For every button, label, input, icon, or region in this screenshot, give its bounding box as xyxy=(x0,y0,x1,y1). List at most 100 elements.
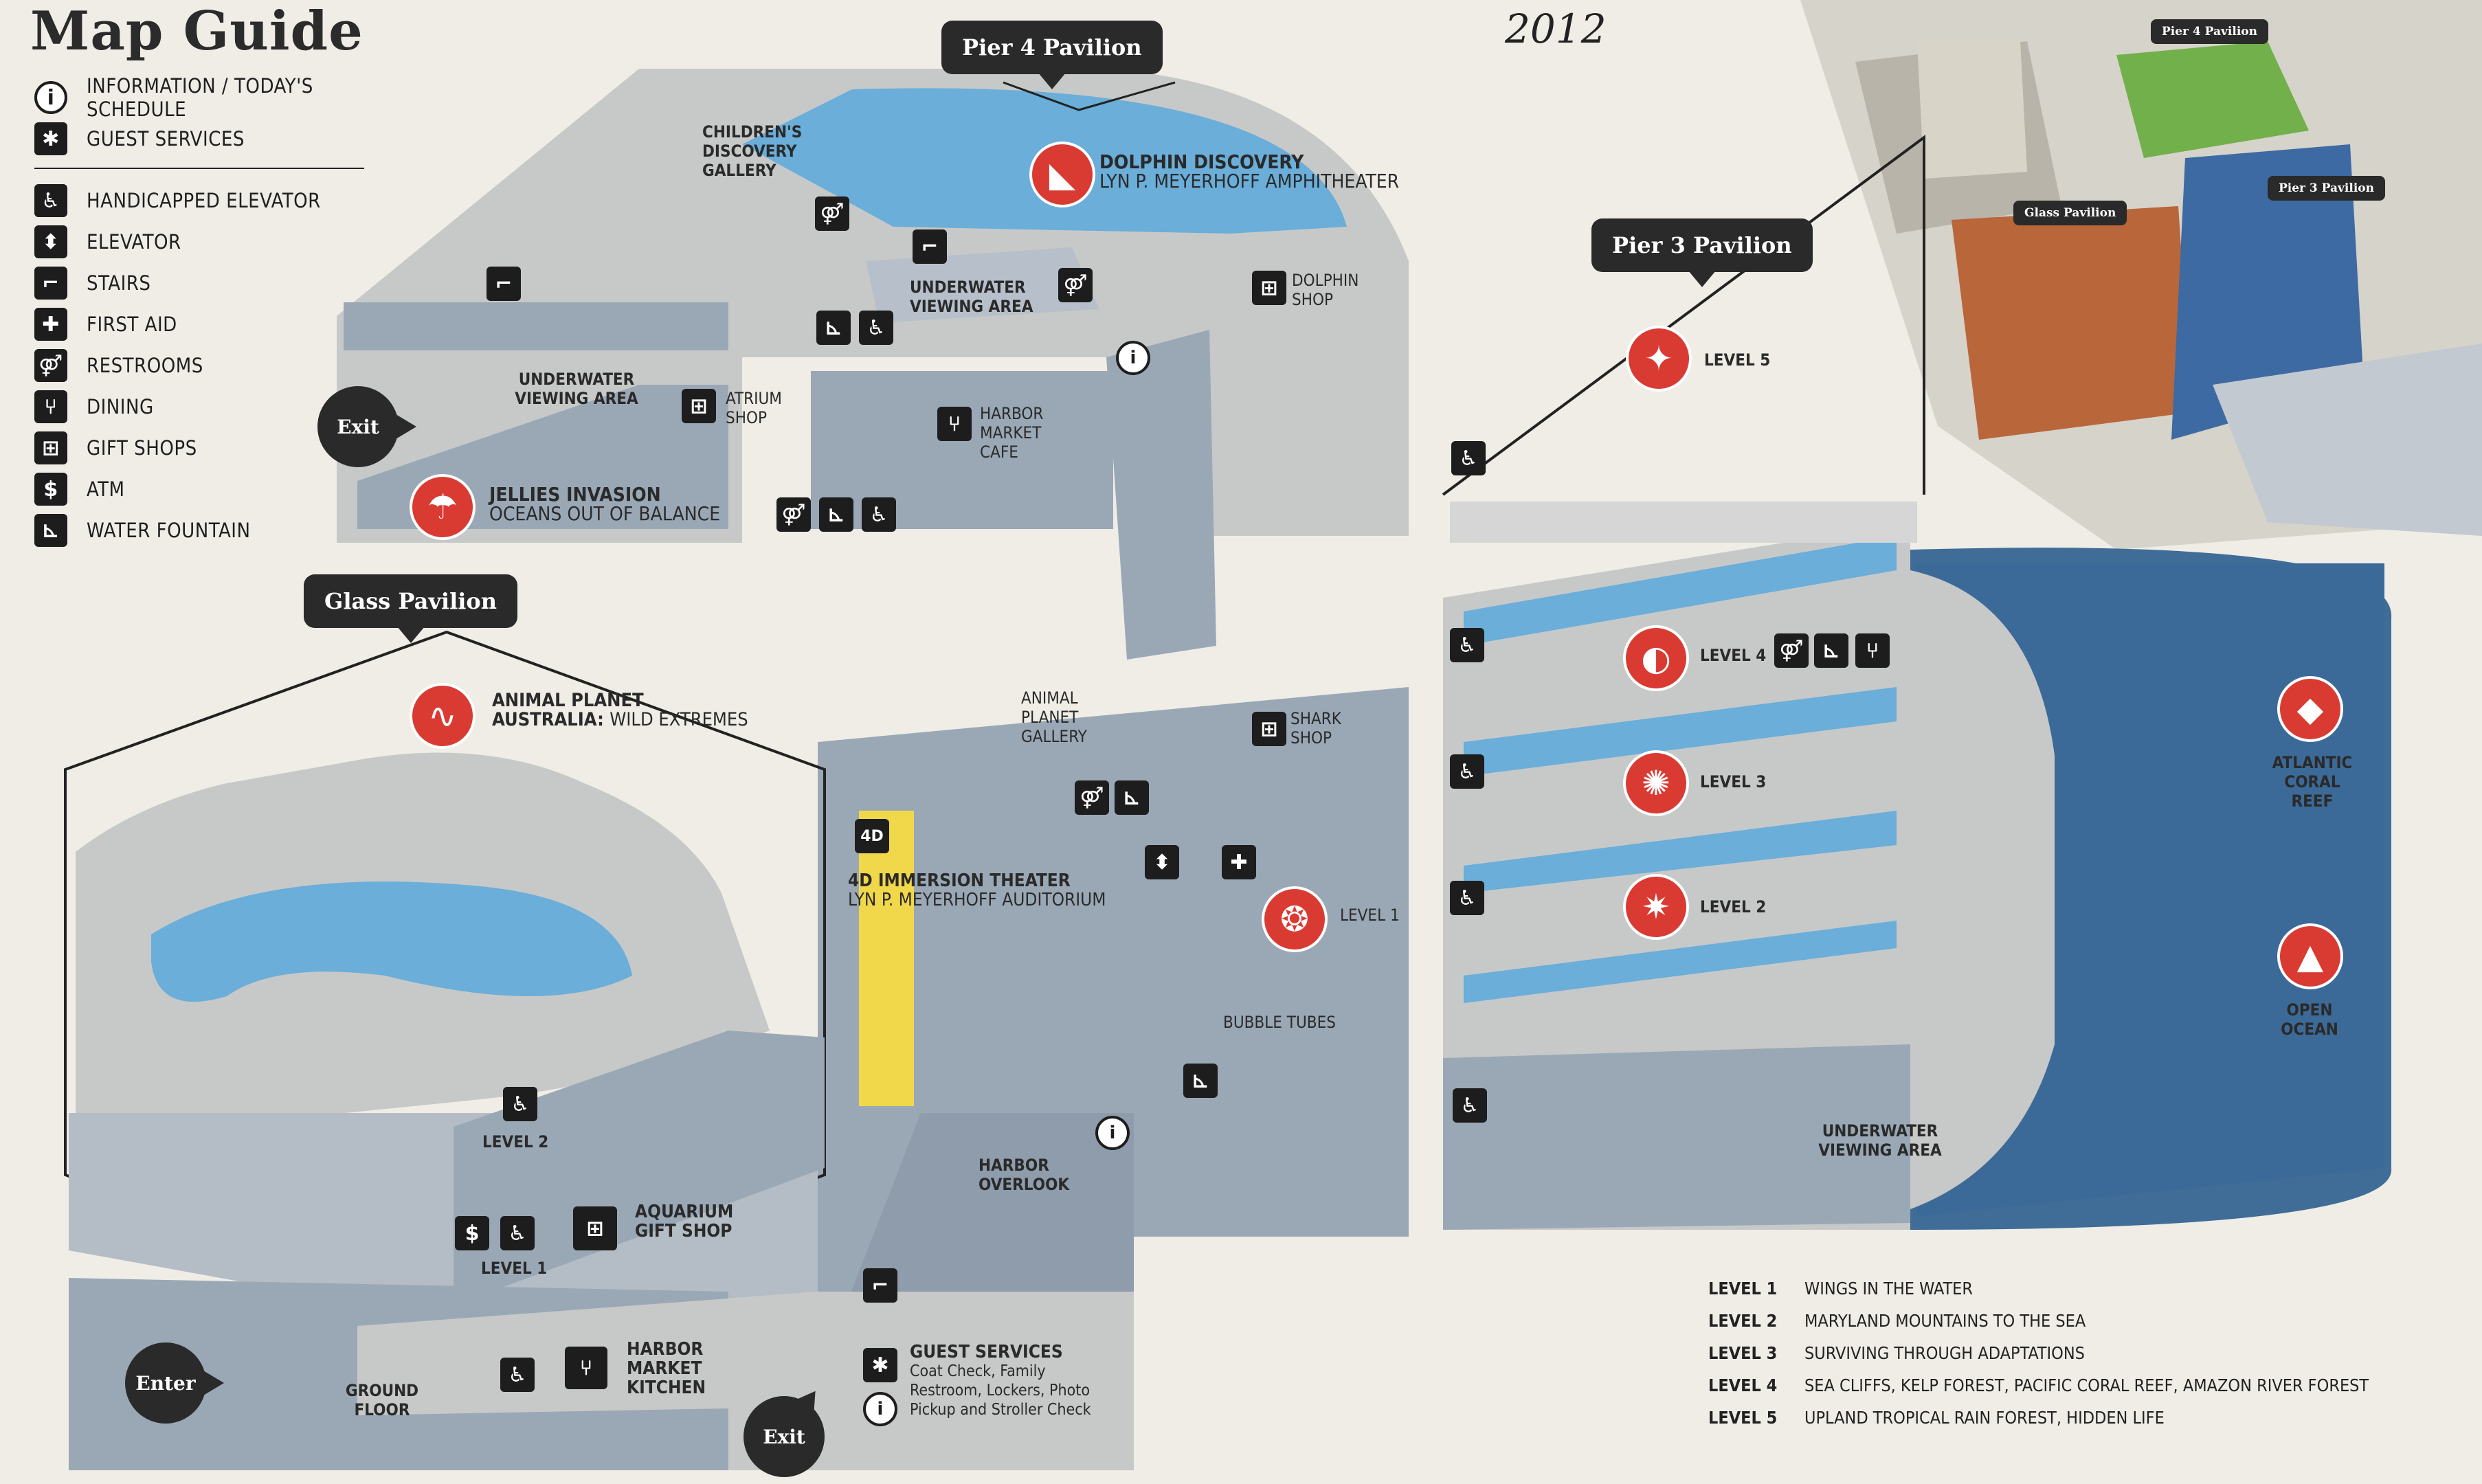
legend-label: HANDICAPPED ELEVATOR xyxy=(87,189,321,212)
legend-row: ⌐STAIRS xyxy=(34,262,378,304)
4d-icon: 4D xyxy=(855,819,889,853)
restrooms-icon: ⚤ xyxy=(1075,780,1109,815)
legend-row: ⬍ ELEVATOR xyxy=(34,221,378,262)
legend-label: ATM xyxy=(87,477,125,501)
legend-row: ✱GUEST SERVICES xyxy=(34,118,378,159)
pier3-roof-lines xyxy=(1442,135,1925,496)
restrooms-icon: ⚤ xyxy=(1058,268,1093,302)
uw-viewing-p3-label: UNDERWATER VIEWING AREA xyxy=(1818,1121,1942,1160)
water-fountain-icon: ⊾ xyxy=(816,311,851,345)
p3-level4-label: LEVEL 4 xyxy=(1700,646,1767,665)
info-icon: i xyxy=(34,81,67,114)
restrooms-icon: ⚤ xyxy=(34,349,67,382)
open-ocean-label: OPEN OCEAN xyxy=(2281,1000,2338,1039)
snake-icon: ∿ xyxy=(410,683,476,749)
asterisk-icon: ✱ xyxy=(863,1348,897,1382)
p3-level2-label: LEVEL 2 xyxy=(1700,897,1767,917)
first-aid-icon: ✚ xyxy=(1222,845,1256,879)
angelfish-icon: ◆ xyxy=(2277,676,2343,742)
elevator-icon: ⬍ xyxy=(34,225,67,258)
glass-pavilion-structure xyxy=(64,630,826,1470)
glass-level1-label: LEVEL 1 xyxy=(481,1259,548,1278)
year-note: 2012 xyxy=(1505,5,1607,52)
legend-label: GIFT SHOPS xyxy=(87,436,197,460)
handicapped-elevator-icon: ♿ xyxy=(34,184,67,217)
dining-icon: ⑂ xyxy=(937,407,972,441)
harbor-overlook-label: HARBOR OVERLOOK xyxy=(979,1156,1070,1194)
water-fountain-icon: ⊾ xyxy=(1115,780,1149,815)
legend-label: DINING xyxy=(87,395,154,418)
enter-bubble: Enter xyxy=(125,1342,224,1424)
aerial-tag-pier3: Pier 3 Pavilion xyxy=(2268,176,2385,201)
water-fountain-icon: ⊾ xyxy=(1183,1064,1218,1098)
pier4-callout-lines xyxy=(1003,81,1176,111)
handicapped-elevator-icon: ♿ xyxy=(859,311,893,345)
level-key-level: LEVEL 5 xyxy=(1708,1408,1778,1428)
atlantic-coral-reef-label: ATLANTIC CORAL REEF xyxy=(2272,753,2353,811)
childrens-gallery-label: CHILDREN'S DISCOVERY GALLERY xyxy=(702,122,803,180)
dolphin-icon: ◣ xyxy=(1029,142,1095,207)
dolphin-shop-label: DOLPHIN SHOP xyxy=(1292,271,1359,309)
harbor-kitchen-label: HARBOR MARKET KITCHEN xyxy=(627,1339,706,1398)
level-key-level: LEVEL 1 xyxy=(1708,1279,1778,1298)
handicapped-elevator-icon: ♿ xyxy=(1450,628,1484,662)
level-key-desc: MARYLAND MOUNTAINS TO THE SEA xyxy=(1804,1311,2086,1331)
glass-callout: Glass Pavilion xyxy=(304,574,517,643)
legend-row: ♿ HANDICAPPED ELEVATOR xyxy=(34,180,378,221)
legend-label: GUEST SERVICES xyxy=(87,127,245,150)
legend-divider xyxy=(34,168,364,169)
jellies-icon: ☂ xyxy=(410,474,476,540)
animal-gallery-label: ANIMAL PLANET GALLERY xyxy=(1021,688,1087,746)
restrooms-icon: ⚤ xyxy=(815,196,849,231)
stairs-icon: ⌐ xyxy=(487,267,521,301)
legend-label: FIRST AID xyxy=(87,313,177,336)
level-key-level: LEVEL 3 xyxy=(1708,1343,1778,1363)
gift-shop-icon: ⊞ xyxy=(1252,712,1286,746)
p3-level5-label: LEVEL 5 xyxy=(1704,350,1771,370)
guest-services-label: GUEST SERVICES Coat Check, Family Restro… xyxy=(910,1342,1091,1419)
level-key-desc: SURVIVING THROUGH ADAPTATIONS xyxy=(1804,1343,2085,1363)
central-atrium xyxy=(728,330,1409,1470)
level-key-desc: UPLAND TROPICAL RAIN FOREST, HIDDEN LIFE xyxy=(1804,1408,2165,1428)
legend-row: ⊞GIFT SHOPS xyxy=(34,427,378,469)
atm-icon: $ xyxy=(34,473,67,506)
handicapped-elevator-icon: ♿ xyxy=(1450,881,1484,915)
elevator-icon: ⬍ xyxy=(1145,845,1179,879)
level-key-desc: SEA CLIFFS, KELP FOREST, PACIFIC CORAL R… xyxy=(1804,1375,2369,1395)
gift-shop-icon: ⊞ xyxy=(1252,271,1286,305)
pier4-structure xyxy=(337,69,1409,543)
handicapped-elevator-icon: ♿ xyxy=(1453,1088,1487,1123)
handicapped-elevator-icon: ♿ xyxy=(503,1087,537,1121)
uw-viewing-p4a-label: UNDERWATER VIEWING AREA xyxy=(910,278,1033,316)
level-key-desc: WINGS IN THE WATER xyxy=(1804,1279,1974,1298)
legend-row: ⑂ DINING xyxy=(34,386,378,427)
atrium-shop-label: ATRIUM SHOP xyxy=(726,389,782,427)
legend-label: ELEVATOR xyxy=(87,230,181,254)
exit-top-bubble: Exit xyxy=(317,386,416,467)
handicapped-elevator-icon: ♿ xyxy=(500,1358,535,1392)
level-key-row: LEVEL 1 WINGS IN THE WATER xyxy=(1708,1272,2369,1305)
first-aid-icon: ✚ xyxy=(34,308,67,341)
turtle-icon: ❂ xyxy=(1262,886,1328,952)
uw-viewing-p4b-label: UNDERWATER VIEWING AREA xyxy=(515,370,638,408)
restrooms-icon: ⚤ xyxy=(1774,633,1809,668)
dining-icon: ⑂ xyxy=(34,390,67,423)
info-icon: i xyxy=(863,1392,897,1426)
legend-label: STAIRS xyxy=(87,271,151,295)
handicapped-elevator-icon: ♿ xyxy=(1451,441,1486,475)
level-key-row: LEVEL 3 SURVIVING THROUGH ADAPTATIONS xyxy=(1708,1337,2369,1369)
restrooms-icon: ⚤ xyxy=(776,497,811,532)
crab-icon: ✷ xyxy=(1623,874,1689,940)
fish-icon: ✦ xyxy=(1626,326,1692,392)
legend-label: WATER FOUNTAIN xyxy=(87,519,251,542)
gift-shop-icon: ⊞ xyxy=(573,1206,617,1250)
stairs-icon: ⌐ xyxy=(863,1268,897,1303)
dining-icon: ⑂ xyxy=(1855,633,1890,668)
bubble-tubes-label: BUBBLE TUBES xyxy=(1223,1013,1336,1032)
